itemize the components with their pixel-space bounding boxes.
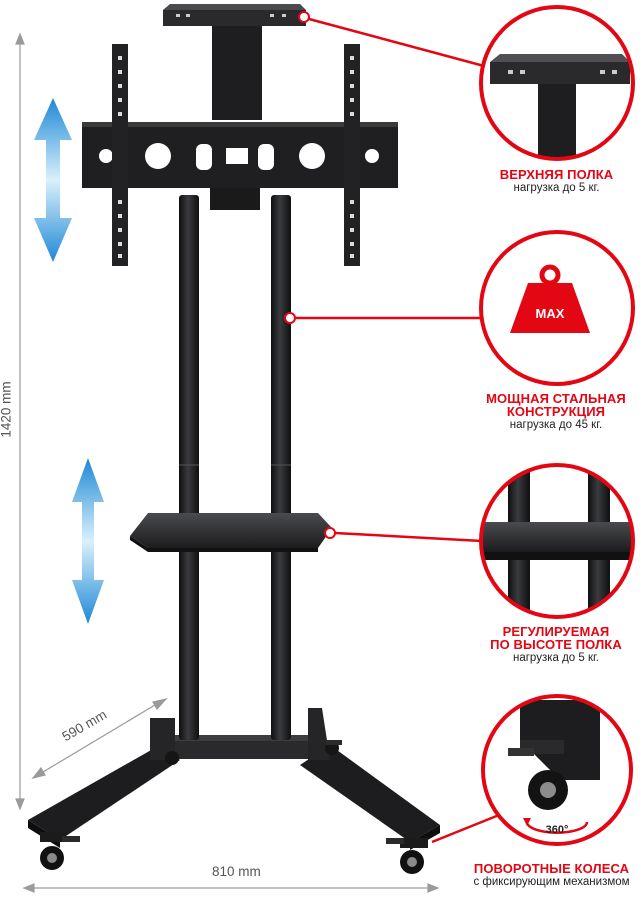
callout-title: ПОВОРОТНЫЕ КОЛЕСА xyxy=(473,861,630,876)
callout-adjustable-shelf: РЕГУЛИРУЕМАЯ ПО ВЫСОТЕ ПОЛКА нагрузка до… xyxy=(466,625,643,665)
depth-dimension-line xyxy=(31,697,168,780)
callout-title-line-1: МОЩНАЯ СТАЛЬНАЯ xyxy=(486,391,626,406)
top-shelf xyxy=(163,4,310,120)
stand-base xyxy=(28,708,440,850)
callout-title-line-2: ПО ВЫСОТЕ ПОЛКА xyxy=(490,637,622,652)
weight-max-icon: MAX xyxy=(510,264,590,333)
rotate-badge-text: 360° xyxy=(546,824,569,836)
callout-steel-construction: МОЩНАЯ СТАЛЬНАЯ КОНСТРУКЦИЯ нагрузка до … xyxy=(466,392,643,432)
caster-wheel xyxy=(325,740,342,755)
callout-title-line-2: КОНСТРУКЦИЯ xyxy=(506,404,606,419)
callout-title: ВЕРХНЯЯ ПОЛКА xyxy=(499,167,614,182)
callout-leader-lines xyxy=(295,17,500,844)
vesa-bracket-right xyxy=(344,44,360,266)
width-label: 810 mm xyxy=(212,864,261,879)
callout-circle-shelf xyxy=(479,463,635,619)
callout-circle-max: MAX xyxy=(479,230,635,386)
width-dimension-line xyxy=(22,883,440,893)
height-dimension-line xyxy=(15,32,25,811)
callout-subtitle: нагрузка до 5 кг. xyxy=(513,182,600,194)
callout-subtitle: нагрузка до 5 кг. xyxy=(512,652,599,664)
middle-shelf xyxy=(130,513,336,552)
callout-subtitle: с фиксирующим механизмом xyxy=(473,876,630,888)
callout-title-line-1: РЕГУЛИРУЕМАЯ xyxy=(502,624,610,639)
max-badge-text: MAX xyxy=(536,306,565,321)
caster-wheel xyxy=(40,832,80,870)
steel-pole xyxy=(271,195,296,740)
vesa-bracket-left xyxy=(112,44,128,266)
callout-top-shelf: ВЕРХНЯЯ ПОЛКА нагрузка до 5 кг. xyxy=(470,168,643,195)
height-adjust-arrow-icon xyxy=(72,458,104,624)
rotate-360-icon: 360° xyxy=(523,818,589,836)
steel-pole xyxy=(179,195,199,740)
callout-caster-wheels: ПОВОРОТНЫЕ КОЛЕСА с фиксирующим механизм… xyxy=(460,862,643,889)
height-adjust-arrow-icon xyxy=(34,98,72,262)
callout-circle-top-shelf xyxy=(479,5,635,161)
height-label: 1420 mm xyxy=(0,381,14,438)
caster-wheel xyxy=(386,838,428,874)
callout-circle-wheel: 360° xyxy=(481,694,633,846)
callout-subtitle: нагрузка до 45 кг. xyxy=(509,419,603,431)
caster-wheel xyxy=(165,751,179,765)
